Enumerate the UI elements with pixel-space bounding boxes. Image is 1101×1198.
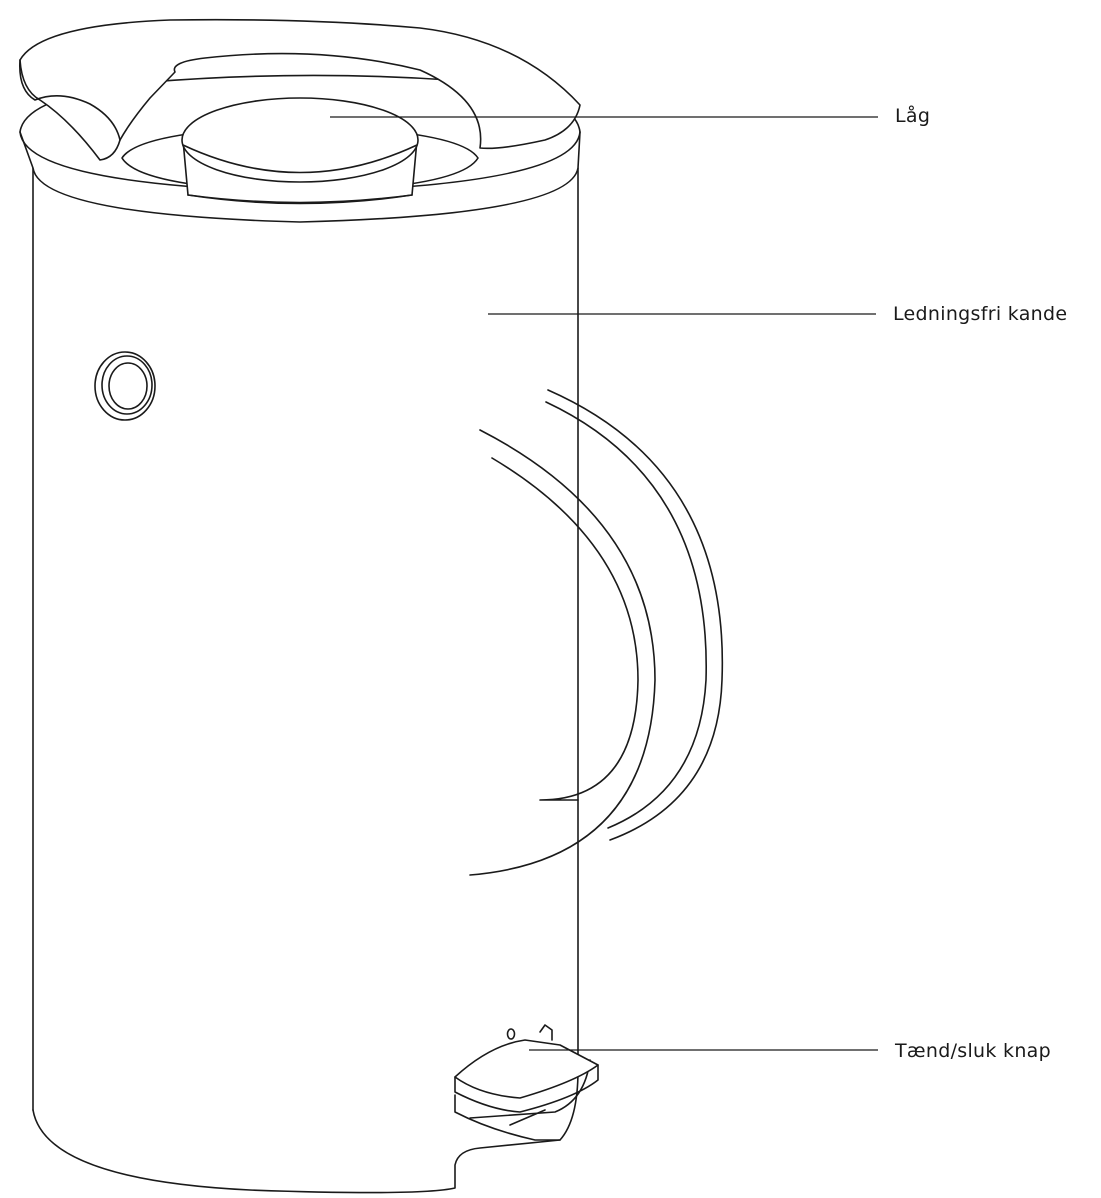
switch-label: Tænd/sluk knap <box>894 1040 1051 1062</box>
kettle-lid <box>18 18 581 223</box>
kettle-handle <box>469 389 724 876</box>
power-switch <box>454 1024 599 1141</box>
kettle-body <box>32 167 579 1194</box>
lid-knob <box>181 97 419 205</box>
water-level-window <box>94 351 156 421</box>
lid-label: Låg <box>895 104 930 127</box>
jug-label: Ledningsfri kande <box>893 303 1067 325</box>
